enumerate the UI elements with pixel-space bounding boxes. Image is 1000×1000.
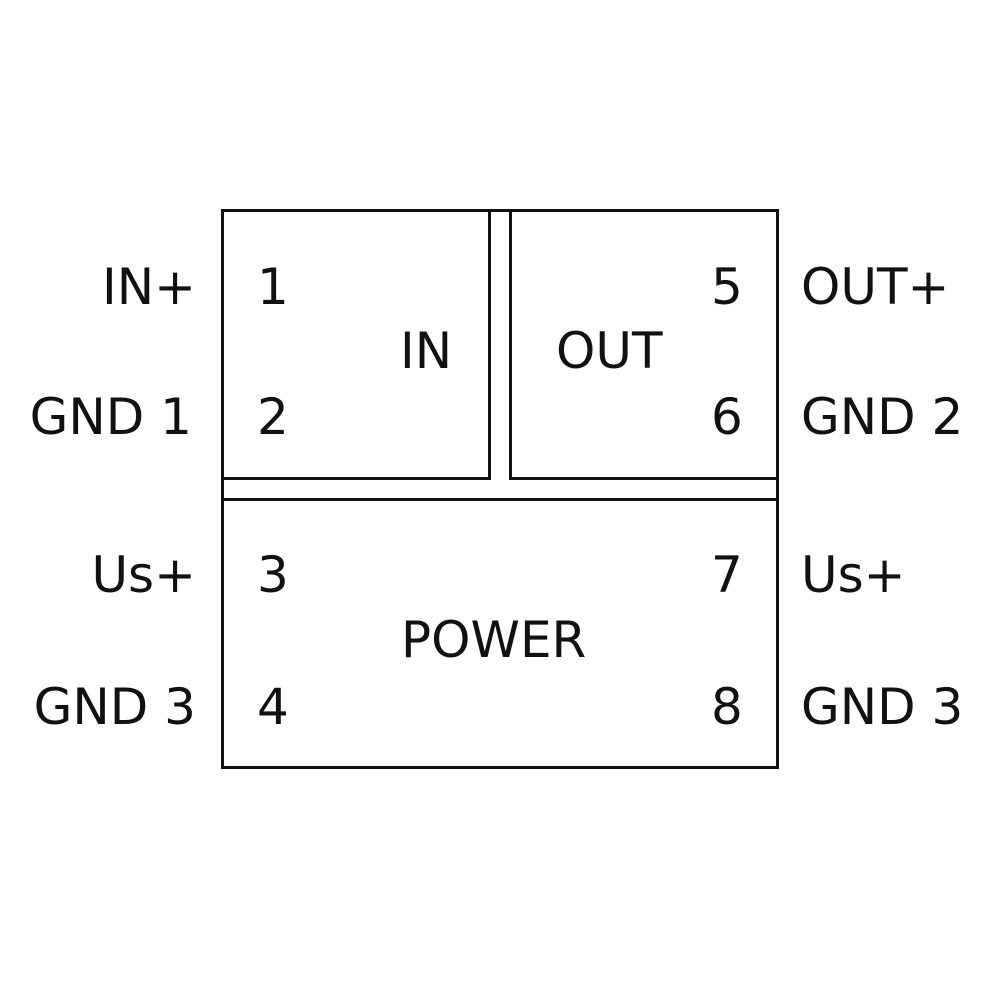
pin-7: 7 xyxy=(711,546,743,604)
out-block xyxy=(509,209,779,480)
in-block-label: IN xyxy=(400,322,453,380)
pin-1: 1 xyxy=(257,258,289,316)
power-block xyxy=(221,498,779,769)
pin-6: 6 xyxy=(711,388,743,446)
label-us-plus-right: Us+ xyxy=(801,546,906,604)
label-out-plus: OUT+ xyxy=(801,258,950,316)
power-block-label: POWER xyxy=(401,611,587,669)
pin-2: 2 xyxy=(257,388,289,446)
in-block xyxy=(221,209,491,480)
label-gnd-3-right: GND 3 xyxy=(801,678,964,736)
out-block-label: OUT xyxy=(556,322,663,380)
pin-5: 5 xyxy=(711,258,743,316)
label-us-plus-left: Us+ xyxy=(91,546,196,604)
label-gnd-2: GND 2 xyxy=(801,388,964,446)
label-gnd-3-left: GND 3 xyxy=(33,678,196,736)
label-in-plus: IN+ xyxy=(101,258,196,316)
pin-4: 4 xyxy=(257,678,289,736)
pin-8: 8 xyxy=(711,678,743,736)
pin-3: 3 xyxy=(257,546,289,604)
label-gnd-1: GND 1 xyxy=(29,388,192,446)
